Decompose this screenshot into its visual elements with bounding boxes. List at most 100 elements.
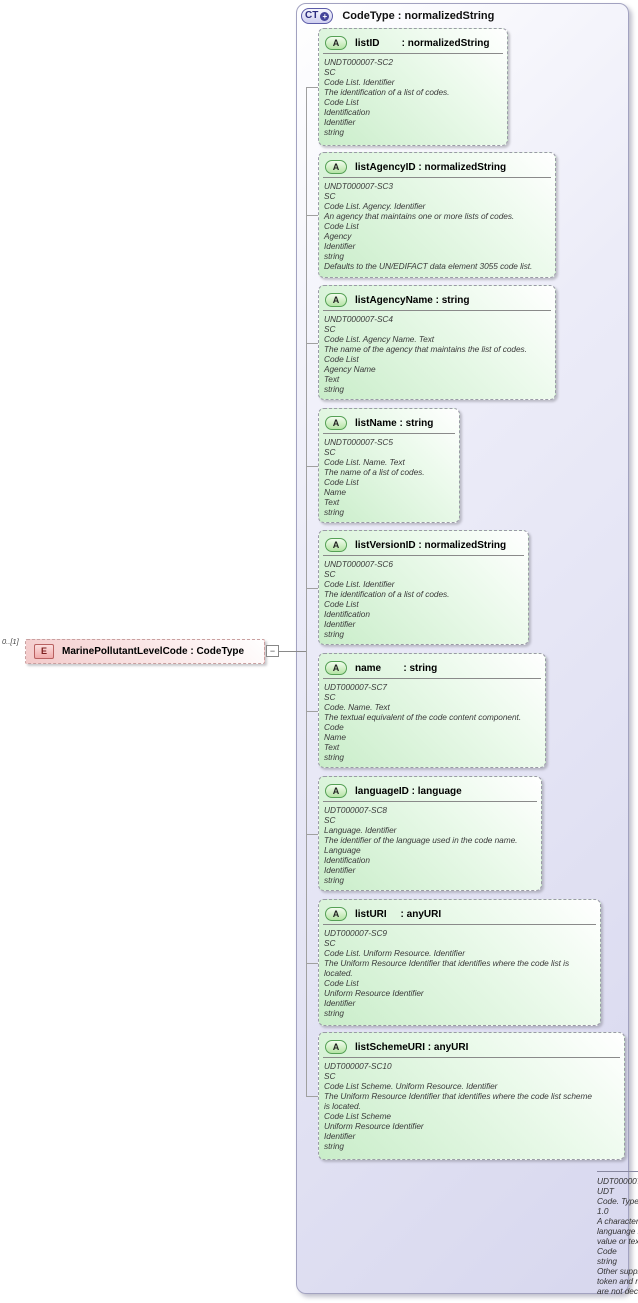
footer-line: token and name for the schema module con… — [597, 1276, 638, 1286]
annotation-line: Code List. Agency. Identifier — [324, 201, 426, 211]
attribute-title: listAgencyID : normalizedString — [355, 161, 507, 173]
annotation-line: SC — [324, 191, 336, 201]
attribute-title: languageID : language — [355, 785, 462, 797]
annotation-line: Uniform Resource Identifier — [324, 1121, 424, 1131]
annotation-line: The Uniform Resource Identifier that ide… — [324, 1091, 592, 1101]
annotation-line: string — [324, 384, 344, 394]
attribute-badge: A — [325, 907, 347, 921]
plus-icon: + — [320, 11, 330, 21]
annotation-line: string — [324, 1008, 344, 1018]
attribute-header: A listAgencyID : normalizedString — [319, 153, 555, 177]
footer-line: Other supplementary components in the CC… — [597, 1266, 638, 1276]
attribute-header: A listSchemeURI : anyURI — [319, 1033, 624, 1057]
annotation-line: Code List — [324, 477, 359, 487]
annotation-line: Code List Scheme — [324, 1111, 391, 1121]
annotation-line: string — [324, 1141, 344, 1151]
annotation-line: SC — [324, 692, 336, 702]
connector-stub — [306, 466, 318, 467]
connector-stub — [306, 87, 318, 88]
element-connector-line — [279, 651, 306, 652]
attribute-box-listAgencyName[interactable]: A listAgencyName : string UNDT000007-SC4… — [318, 285, 556, 400]
annotation-line: Text — [324, 374, 340, 384]
annotation-line: The identification of a list of codes. — [324, 589, 450, 599]
annotation-line: string — [324, 507, 344, 517]
annotation-line: Code List — [324, 599, 359, 609]
attribute-badge: A — [325, 293, 347, 307]
annotation-line: The identification of a list of codes. — [324, 87, 450, 97]
annotation-line: SC — [324, 815, 336, 825]
annotation-line: SC — [324, 1071, 336, 1081]
annotation-line: Language — [324, 845, 361, 855]
footer-line: 1.0 — [597, 1206, 609, 1216]
annotation-line: Language. Identifier — [324, 825, 397, 835]
attribute-title: listSchemeURI : anyURI — [355, 1041, 469, 1053]
footer-line: UDT000007 — [597, 1176, 638, 1186]
annotation-line: Identifier — [324, 117, 356, 127]
codetype-title: CodeType : normalizedString — [342, 10, 495, 22]
annotation-line: Identifier — [324, 1131, 356, 1141]
annotation-line: Agency — [324, 231, 352, 241]
attribute-header: A listID : normalizedString — [319, 29, 507, 53]
annotation-line: Identification — [324, 855, 370, 865]
connector-stub — [306, 711, 318, 712]
annotation-line: Agency Name — [324, 364, 376, 374]
footer-line: Code. Type — [597, 1196, 638, 1206]
footer-line: are not declared as attributes. — [597, 1286, 638, 1296]
annotation-line: Code List — [324, 978, 359, 988]
annotation-line: Code List. Name. Text — [324, 457, 405, 467]
attribute-box-listAgencyID[interactable]: A listAgencyID : normalizedString UNDT00… — [318, 152, 556, 278]
minus-icon: − — [269, 646, 276, 656]
attribute-header: A listAgencyName : string — [319, 286, 555, 310]
attribute-header: A languageID : language — [319, 777, 541, 801]
annotation-line: Uniform Resource Identifier — [324, 988, 424, 998]
annotation-line: Identifier — [324, 619, 356, 629]
attribute-title: listVersionID : normalizedString — [355, 539, 507, 551]
connector-trunk — [306, 87, 307, 1096]
annotation-line: UDT000007-SC8 — [324, 805, 387, 815]
annotation-line: located. — [324, 968, 353, 978]
attribute-badge: A — [325, 538, 347, 552]
annotation-line: UDT000007-SC10 — [324, 1061, 392, 1071]
annotation-line: Text — [324, 742, 340, 752]
attribute-box-listID[interactable]: A listID : normalizedString UNDT000007-S… — [318, 28, 508, 146]
annotation-line: UNDT000007-SC3 — [324, 181, 393, 191]
connector-stub — [306, 343, 318, 344]
element-box[interactable]: E MarinePollutantLevelCode : CodeType — [25, 639, 265, 664]
annotation-line: is located. — [324, 1101, 361, 1111]
collapse-toggle[interactable]: − — [266, 645, 279, 657]
attribute-header: A listURI : anyURI — [319, 900, 600, 924]
annotation-line: Name — [324, 487, 346, 497]
attribute-box-listVersionID[interactable]: A listVersionID : normalizedString UNDT0… — [318, 530, 529, 645]
annotation-line: The textual equivalent of the code conte… — [324, 712, 522, 722]
attribute-title: listAgencyName : string — [355, 294, 470, 306]
annotation-line: string — [324, 752, 344, 762]
annotation-line: SC — [324, 938, 336, 948]
footer-line: value or text of an attribute together w… — [597, 1236, 638, 1246]
annotation-line: SC — [324, 447, 336, 457]
annotation-line: UNDT000007-SC4 — [324, 314, 393, 324]
annotation-line: UNDT000007-SC5 — [324, 437, 393, 447]
annotation-line: Code List — [324, 354, 359, 364]
annotation-line: Code List. Identifier — [324, 77, 395, 87]
complextype-badge[interactable]: CT + — [301, 8, 334, 24]
annotation-line: string — [324, 251, 344, 261]
element-badge: E — [34, 644, 54, 659]
annotation-line: string — [324, 127, 344, 137]
annotation-line: Code List — [324, 221, 359, 231]
annotation-line: SC — [324, 569, 336, 579]
connector-stub — [306, 963, 318, 964]
connector-stub — [306, 215, 318, 216]
attribute-title: name : string — [355, 662, 438, 674]
attribute-title: listName : string — [355, 417, 434, 429]
element-label: MarinePollutantLevelCode : CodeType — [62, 646, 245, 657]
